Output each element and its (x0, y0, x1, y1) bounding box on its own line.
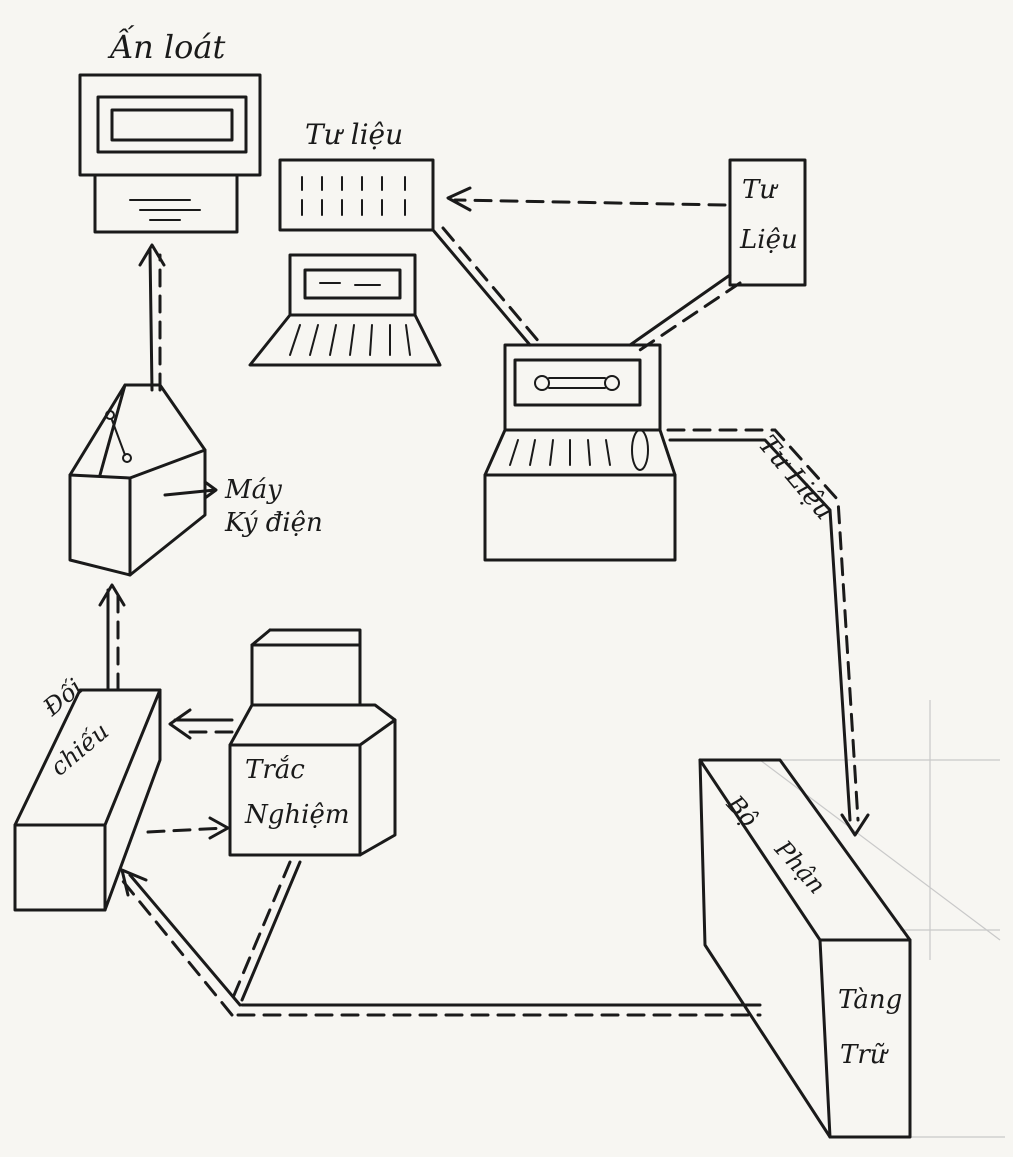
test-unit-icon (228, 628, 397, 857)
test-label-line1: Trắc (245, 755, 305, 785)
archive-box-icon (728, 158, 807, 287)
storage-label-line1: Tàng (838, 985, 903, 1015)
printer-label: Ấn loát (110, 28, 226, 66)
archive-box-label-line2: Liệu (740, 225, 798, 255)
printer-machine-icon (78, 73, 262, 234)
recorder-machine-icon (68, 383, 207, 577)
connection-lines (98, 186, 870, 1017)
background-guides (700, 700, 1005, 1138)
control-console-icon (483, 343, 677, 562)
archive-cabinet-icon (278, 158, 435, 232)
archive-box-label-line1: Tư (742, 175, 777, 205)
test-label-line2: Nghiệm (245, 800, 350, 830)
recorder-label-line2: Ký điện (225, 508, 323, 538)
recorder-label-line1: Máy (225, 475, 282, 505)
label-pointer-arrow (163, 480, 218, 500)
compare-unit-icon (13, 688, 162, 912)
storage-label-line2: Trữ (840, 1040, 887, 1070)
storage-unit-icon (698, 758, 912, 1139)
archive-cabinet-label: Tư liệu (305, 118, 404, 151)
laptop-icon (248, 253, 442, 367)
